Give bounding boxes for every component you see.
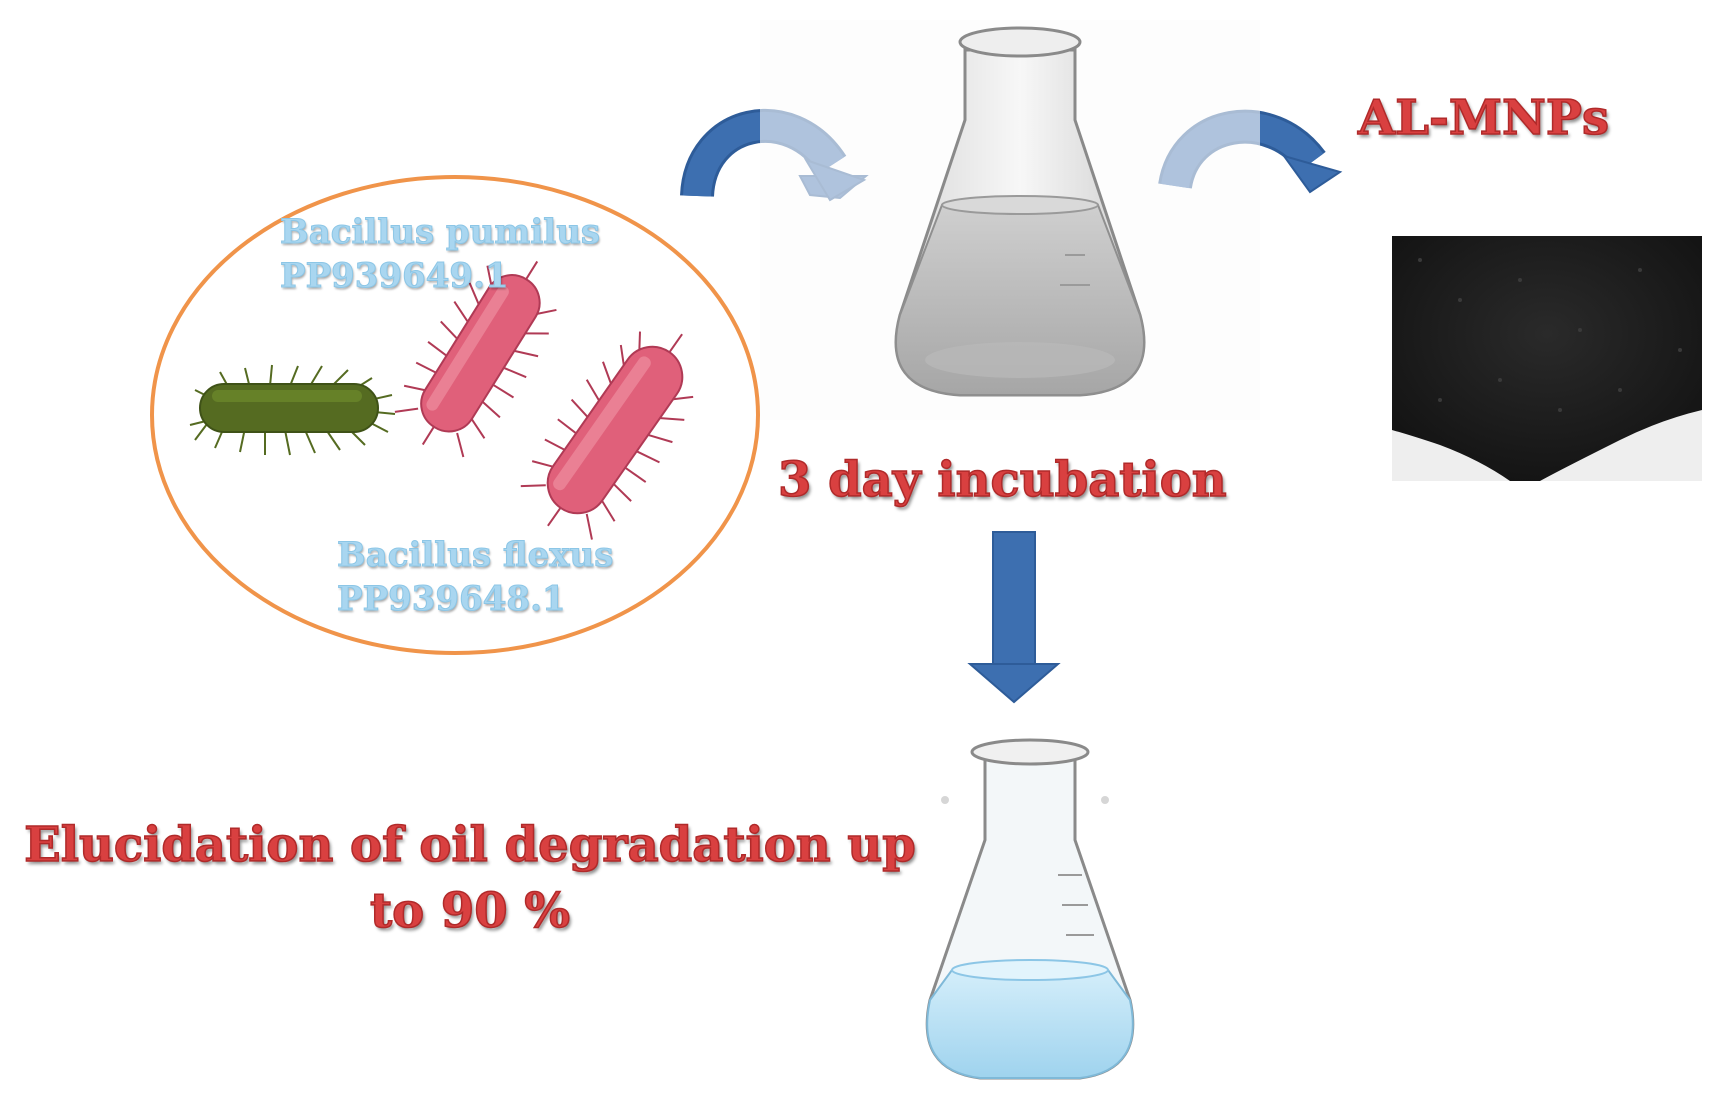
species-name: Bacillus pumilus bbox=[279, 212, 601, 253]
down-arrow-icon bbox=[967, 531, 1061, 704]
species-accession: PP939648.1 bbox=[336, 579, 566, 620]
incubation-label: 3 day incubation bbox=[777, 451, 1227, 509]
result-label: Elucidation of oil degradation up to 90 … bbox=[23, 816, 916, 940]
bacterium-icon bbox=[189, 364, 396, 456]
species-name: Bacillus flexus bbox=[336, 535, 614, 576]
flask-icon bbox=[925, 738, 1135, 1080]
flask-icon bbox=[760, 20, 1260, 420]
species-label-bacillus-pumilus: Bacillus pumilus PP939649.1 bbox=[279, 210, 601, 298]
bacteria-ellipse bbox=[150, 175, 760, 655]
product-label: AL-MNPs bbox=[1357, 89, 1610, 147]
al-mnps-powder-image bbox=[1392, 236, 1702, 481]
bacterium-icon bbox=[394, 260, 557, 458]
species-label-bacillus-flexus: Bacillus flexus PP939648.1 bbox=[336, 533, 614, 621]
species-accession: PP939649.1 bbox=[279, 256, 509, 297]
bacterium-icon bbox=[520, 331, 694, 540]
